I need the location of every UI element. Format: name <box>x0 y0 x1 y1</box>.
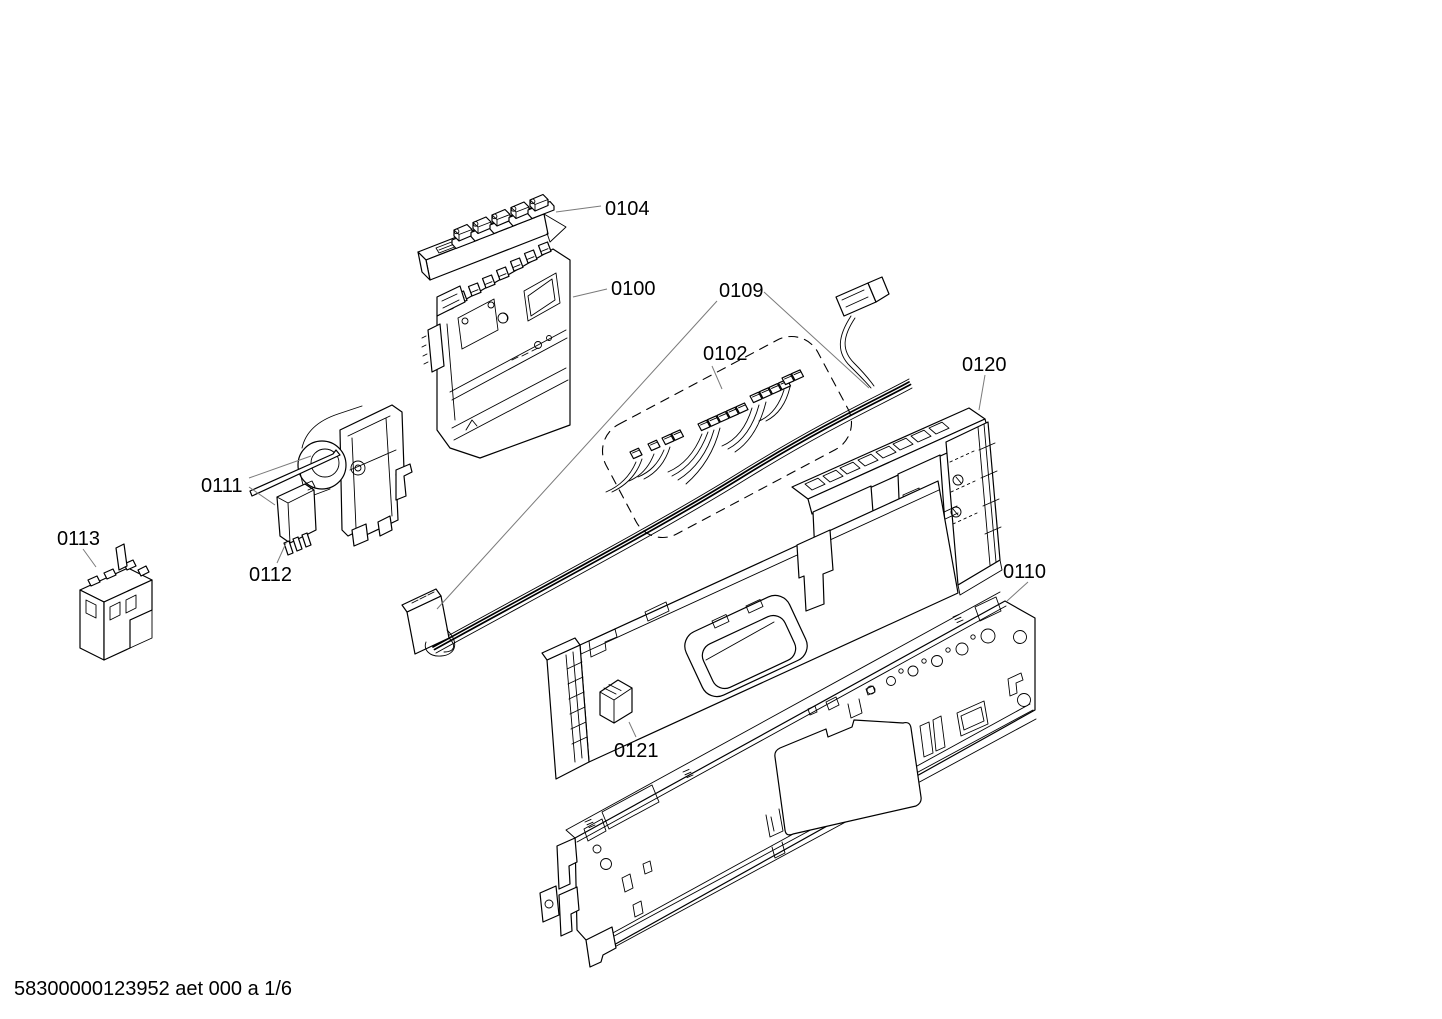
fascia-panel-drawing <box>541 480 959 780</box>
part-0104-button-strip-drawing <box>417 193 567 281</box>
part-label-0111: 0111 <box>201 475 243 497</box>
connector-cluster <box>637 429 685 480</box>
connector-cluster <box>605 439 661 493</box>
part-label-0104: 0104 <box>605 198 650 220</box>
connector-cluster <box>667 402 749 485</box>
part-0109-ribbon-cable-drawing <box>401 276 913 657</box>
part-label-0102: 0102 <box>703 343 748 365</box>
part-label-0100: 0100 <box>611 278 656 300</box>
part-0100-control-module-drawing <box>421 241 571 459</box>
part-0111-latch-assembly-drawing <box>249 404 413 547</box>
button-key <box>527 193 555 220</box>
part-0121-push-button-drawing <box>599 679 633 724</box>
part-0113-power-switch-drawing <box>79 543 153 661</box>
part-label-0109: 0109 <box>719 280 764 302</box>
document-code: 58300000123952 aet 000 a 1/6 <box>14 978 292 1000</box>
handle-recess <box>684 594 808 698</box>
connector-cluster <box>758 369 805 422</box>
part-0102-connector-set-drawing <box>601 335 853 539</box>
part-0110-panel-base-drawing <box>539 591 1037 968</box>
part-label-0120: 0120 <box>962 354 1007 376</box>
part-label-0112: 0112 <box>249 564 292 586</box>
part-0112-micro-switch-drawing <box>276 480 317 556</box>
part-label-0113: 0113 <box>57 528 100 550</box>
part-labels: 0104 0100 0109 0102 0120 0111 0113 0112 … <box>57 198 1046 762</box>
leader-lines <box>82 205 1029 738</box>
part-label-0121: 0121 <box>614 740 659 762</box>
part-label-0110: 0110 <box>1003 561 1046 583</box>
connector-cluster <box>721 378 792 453</box>
